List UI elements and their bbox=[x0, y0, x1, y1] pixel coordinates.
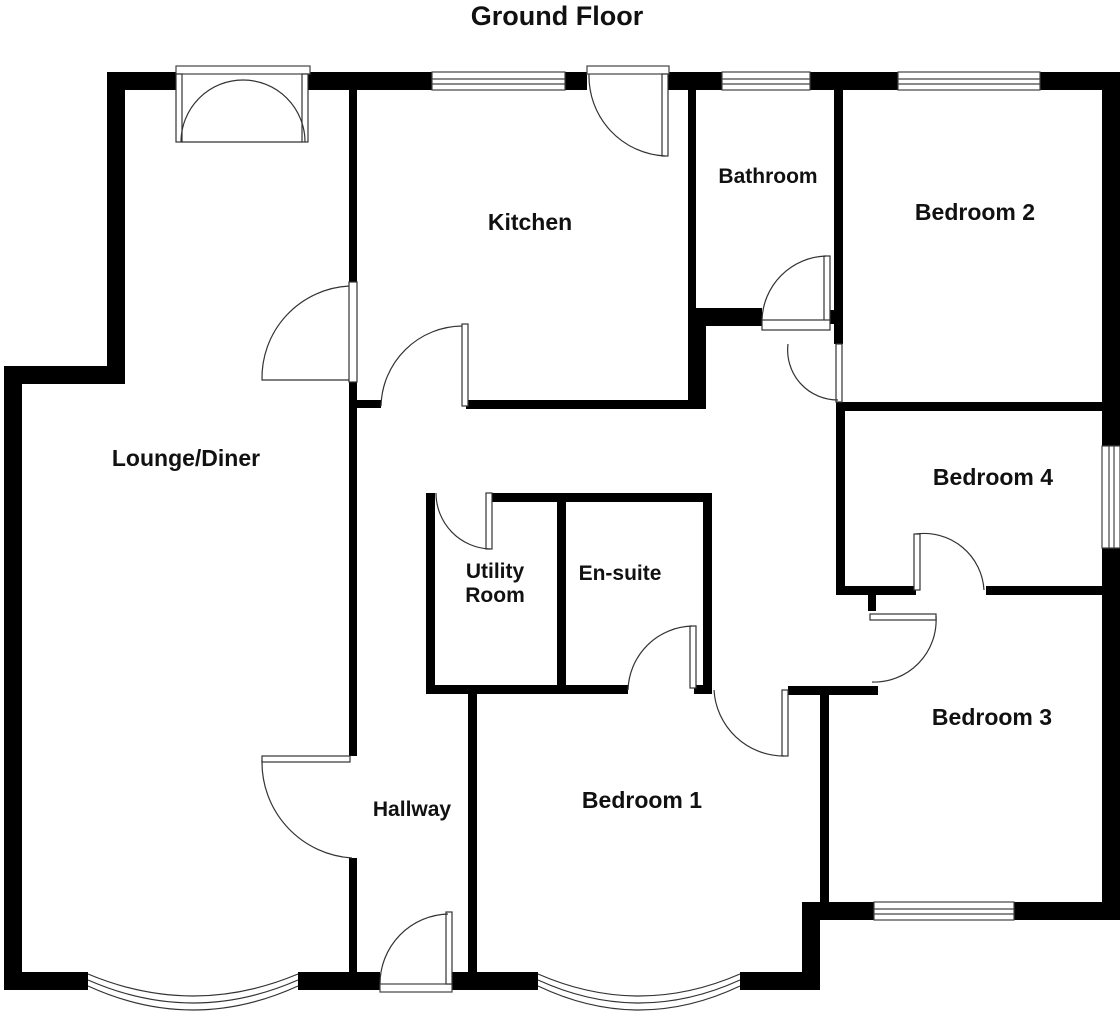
room-label-kitchen: Kitchen bbox=[488, 209, 572, 235]
wall bbox=[836, 402, 845, 595]
wall bbox=[740, 972, 820, 990]
door bbox=[627, 625, 697, 691]
door bbox=[261, 755, 353, 859]
wall bbox=[1102, 548, 1120, 920]
wall bbox=[820, 686, 829, 906]
wall bbox=[357, 400, 381, 408]
wall bbox=[426, 685, 628, 694]
bay-window bbox=[87, 973, 299, 1011]
window bbox=[873, 901, 1015, 921]
room-label-lounge-diner: Lounge/Diner bbox=[112, 445, 260, 471]
door bbox=[913, 532, 985, 591]
room-label-utility-room: Room bbox=[465, 584, 525, 607]
window bbox=[431, 71, 566, 91]
walls bbox=[4, 72, 1120, 990]
french-door bbox=[175, 73, 309, 143]
room-label-utility: Utility bbox=[466, 560, 525, 583]
door bbox=[787, 343, 843, 403]
door bbox=[713, 689, 789, 757]
door bbox=[869, 613, 937, 683]
room-label-bedroom-1: Bedroom 1 bbox=[582, 787, 702, 813]
wall bbox=[452, 972, 538, 990]
bay-window bbox=[537, 973, 741, 1011]
front-door-threshold bbox=[379, 983, 453, 993]
wall bbox=[694, 685, 712, 694]
wall bbox=[107, 72, 125, 384]
room-label-bathroom: Bathroom bbox=[718, 165, 817, 188]
wall bbox=[836, 402, 1120, 411]
room-label-bedroom-2: Bedroom 2 bbox=[915, 199, 1035, 225]
windows bbox=[87, 65, 1120, 1011]
wall bbox=[810, 72, 898, 90]
door bbox=[761, 255, 831, 331]
front-door bbox=[379, 911, 453, 985]
room-label-en-suite: En-suite bbox=[579, 562, 662, 585]
wall bbox=[868, 595, 876, 611]
wall bbox=[986, 586, 1120, 595]
wall bbox=[466, 400, 706, 409]
door bbox=[380, 323, 469, 407]
wall bbox=[788, 686, 878, 695]
room-label-bedroom-3: Bedroom 3 bbox=[932, 704, 1052, 730]
wall bbox=[703, 493, 712, 694]
wall bbox=[308, 72, 432, 90]
window bbox=[1101, 445, 1120, 549]
room-label-bedroom-4: Bedroom 4 bbox=[933, 464, 1053, 490]
wall bbox=[1014, 902, 1120, 920]
door bbox=[588, 73, 669, 157]
wall bbox=[557, 502, 566, 694]
wall bbox=[349, 382, 357, 756]
wall bbox=[1102, 72, 1120, 446]
wall bbox=[820, 902, 874, 920]
room-label-hallway: Hallway bbox=[373, 798, 452, 821]
wall bbox=[696, 308, 706, 408]
wall bbox=[4, 366, 125, 384]
wall bbox=[349, 858, 357, 974]
wall bbox=[565, 72, 587, 90]
wall bbox=[688, 90, 696, 408]
wall bbox=[468, 694, 477, 990]
wall bbox=[836, 586, 916, 595]
wall bbox=[1040, 72, 1120, 90]
wall bbox=[802, 902, 820, 990]
wall bbox=[426, 493, 435, 694]
wall bbox=[426, 493, 435, 502]
wall bbox=[668, 72, 722, 90]
wall bbox=[298, 972, 380, 990]
window bbox=[721, 71, 811, 91]
window bbox=[897, 71, 1041, 91]
wall bbox=[349, 90, 357, 282]
wall bbox=[4, 366, 22, 990]
wall bbox=[4, 972, 88, 990]
wall bbox=[490, 493, 712, 502]
wall bbox=[834, 90, 843, 344]
plan-title: Ground Floor bbox=[471, 1, 644, 31]
window bbox=[586, 65, 670, 75]
window bbox=[175, 65, 311, 75]
wall bbox=[830, 310, 843, 324]
door bbox=[435, 492, 493, 550]
doors bbox=[175, 73, 985, 985]
wall bbox=[696, 308, 762, 326]
room-labels: Lounge/Diner Kitchen Bathroom Bedroom 2 … bbox=[112, 165, 1053, 821]
door bbox=[261, 281, 358, 383]
